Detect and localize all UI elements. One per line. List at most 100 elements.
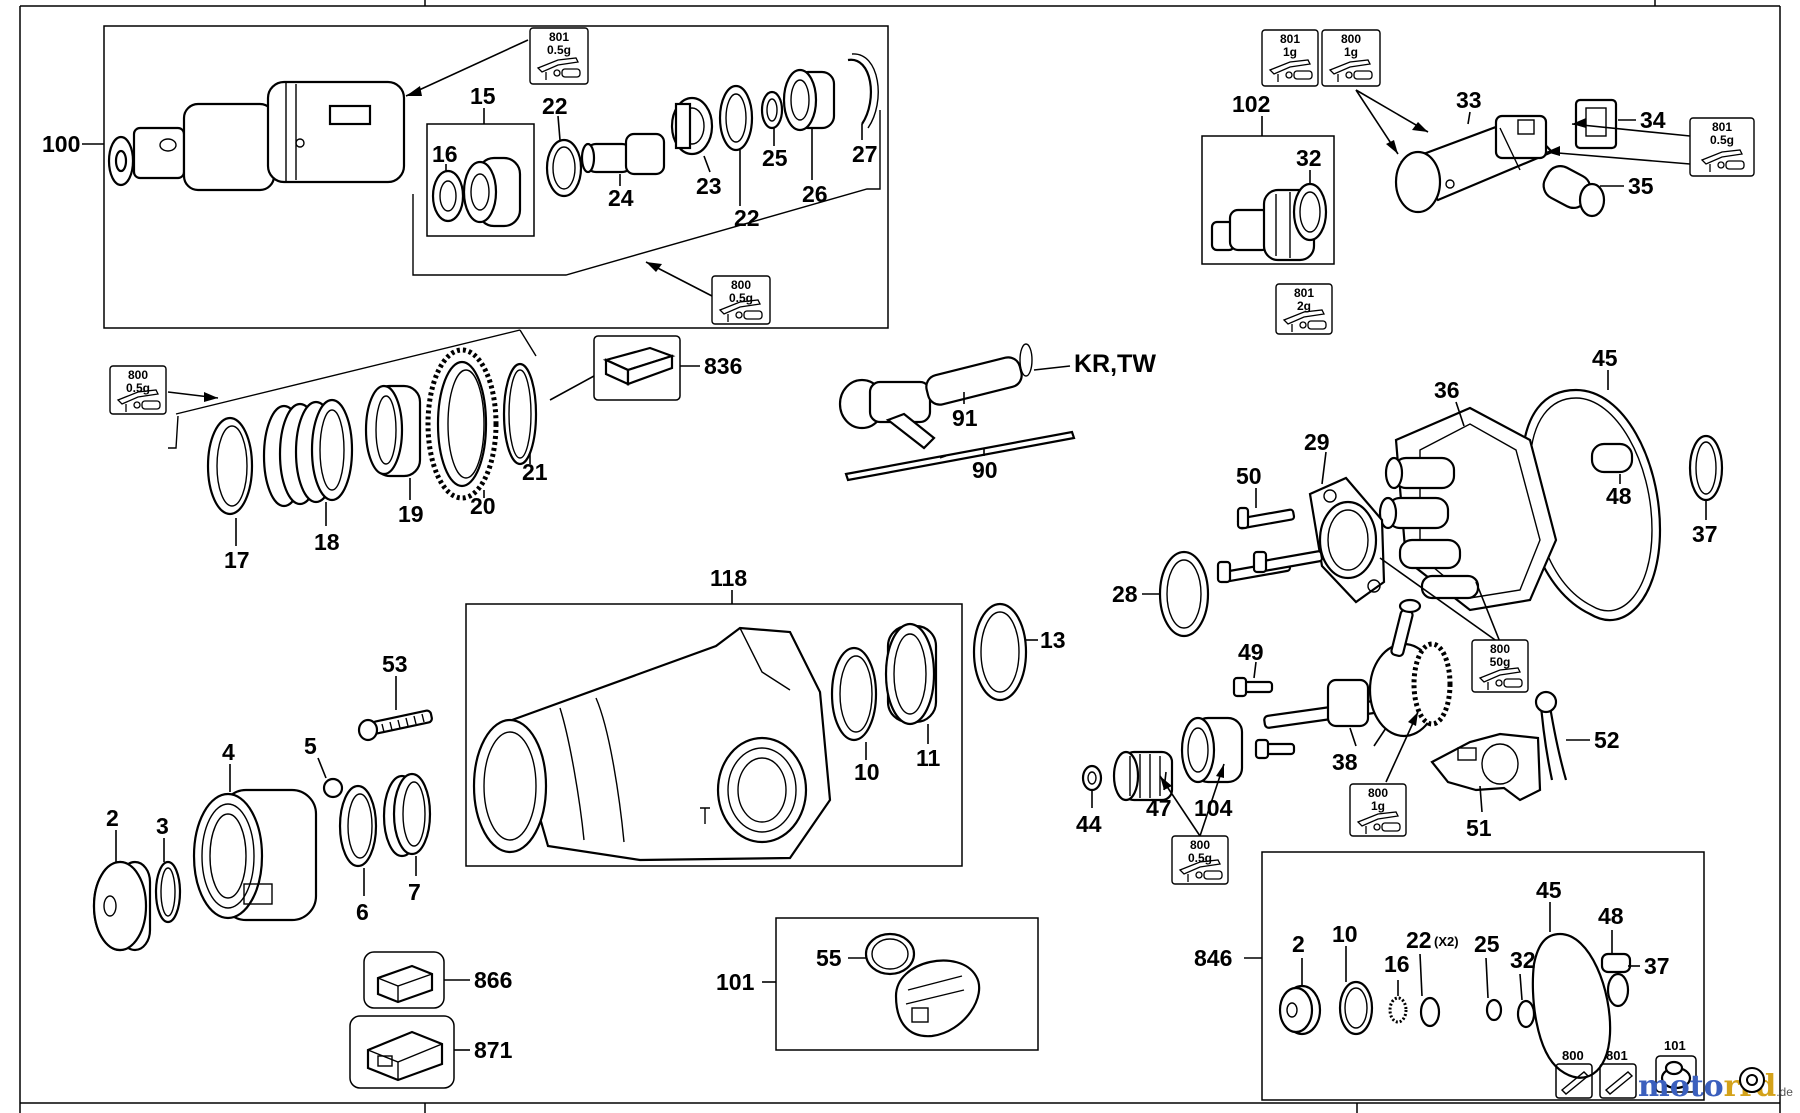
label-104: 104	[1194, 795, 1233, 821]
label-22b: 22	[734, 205, 760, 231]
label-47: 47	[1146, 795, 1172, 821]
clutch-19	[364, 384, 422, 478]
label-118: 118	[710, 565, 747, 591]
svg-text:2g: 2g	[1297, 299, 1311, 313]
ring-13	[972, 602, 1028, 702]
svg-text:801: 801	[1712, 120, 1732, 134]
kit-ring-22	[1419, 996, 1441, 1028]
label-kit-22-x2: (X2)	[1434, 934, 1459, 949]
label-23: 23	[696, 173, 722, 199]
svg-text:motorrd.de: motorrd.de	[1638, 1069, 1793, 1104]
svg-text:801: 801	[549, 30, 569, 44]
label-34: 34	[1640, 107, 1666, 133]
label-13: 13	[1040, 627, 1066, 653]
kit-ring-37	[1606, 972, 1630, 1008]
label-kit-10: 10	[1332, 921, 1358, 947]
group-shaft: 49 52 38 44 47 104 51	[1076, 598, 1620, 841]
bearing-26	[782, 68, 836, 132]
screw-53	[357, 709, 433, 742]
spring-18	[262, 398, 354, 508]
bearing-47	[1112, 750, 1174, 802]
kit-ring-10	[1338, 980, 1374, 1036]
label-16: 16	[432, 141, 458, 167]
svg-text:1g: 1g	[1371, 799, 1385, 813]
gear-20	[425, 347, 499, 501]
label-48: 48	[1606, 483, 1632, 509]
svg-text:801: 801	[1294, 286, 1314, 300]
bearing-plate-29	[1308, 476, 1386, 604]
logo-icon	[1739, 1067, 1765, 1093]
chuck-collar-4	[192, 788, 318, 922]
grease-badge: 800 0.5g	[109, 365, 167, 415]
crank-shaft-38	[1263, 598, 1453, 738]
mode-lever-51	[1430, 732, 1542, 802]
label-17: 17	[224, 547, 250, 573]
label-846: 846	[1194, 945, 1232, 971]
svg-text:1g: 1g	[1344, 45, 1358, 59]
label-20: 20	[470, 493, 496, 519]
side-handle-91	[838, 343, 1033, 450]
ring-55	[864, 932, 916, 976]
kit-gasket-45	[1531, 932, 1612, 1079]
ring-21	[502, 362, 538, 466]
group-118: 118 10 11 13	[465, 565, 1066, 867]
label-kit-22: 22	[1406, 927, 1432, 953]
cap-2	[92, 860, 152, 952]
label-kr-tw: KR,TW	[1074, 350, 1156, 378]
label-22: 22	[542, 93, 568, 119]
label-37: 37	[1692, 521, 1718, 547]
label-100: 100	[42, 131, 80, 157]
label-18: 18	[314, 529, 340, 555]
group-100: 100 15 16 22 24 23 22 25 26 27	[42, 25, 889, 329]
label-4: 4	[222, 739, 235, 765]
group-battery: 866 871	[349, 951, 513, 1089]
svg-text:800: 800	[1341, 32, 1361, 46]
group-chuck: 53 4 5 2 3 6 7	[92, 651, 433, 952]
group-101: 101 55	[716, 917, 1039, 1051]
label-102: 102	[1232, 91, 1270, 117]
label-866: 866	[474, 967, 512, 993]
label-kit-2: 2	[1292, 931, 1305, 957]
washer-6	[338, 784, 378, 868]
label-7: 7	[408, 879, 421, 905]
ring-22	[545, 138, 583, 198]
ring-25	[760, 90, 784, 130]
clip-52	[1534, 690, 1568, 781]
label-33: 33	[1456, 87, 1482, 113]
kit-836	[593, 335, 681, 401]
grease-badge: 801 0.5g	[1689, 117, 1755, 177]
label-50: 50	[1236, 463, 1262, 489]
svg-text:0.5g: 0.5g	[126, 381, 150, 395]
label-836: 836	[704, 353, 742, 379]
label-kit-25: 25	[1474, 931, 1500, 957]
label-kit-801: 801	[1606, 1048, 1628, 1063]
spring-7	[382, 772, 432, 858]
ring-3	[154, 860, 182, 924]
label-28: 28	[1112, 581, 1138, 607]
label-44: 44	[1076, 811, 1102, 837]
pinion-44	[1081, 764, 1103, 792]
svg-text:800: 800	[1368, 786, 1388, 800]
kit-cap-101	[1655, 1055, 1697, 1093]
label-871: 871	[474, 1037, 513, 1063]
svg-text:0.5g: 0.5g	[729, 291, 753, 305]
grease-badge: 800 50g	[1471, 639, 1529, 693]
battery-866	[376, 964, 434, 1004]
grease-badge: 800 0.5g	[1171, 835, 1229, 885]
ring-10	[830, 646, 878, 742]
label-kit-800: 800	[1562, 1048, 1584, 1063]
label-25: 25	[762, 145, 788, 171]
kit-grease-tube-801	[1599, 1063, 1637, 1099]
label-52: 52	[1594, 727, 1620, 753]
group-clutch: 17 18 19 20 21 836	[167, 329, 742, 573]
label-3: 3	[156, 813, 169, 839]
grease-badge: 800 1g	[1349, 783, 1407, 837]
kit-ring-32	[1516, 999, 1536, 1029]
seal-23	[670, 96, 714, 156]
dust-cap-101	[894, 959, 981, 1038]
svg-text:800: 800	[731, 278, 751, 292]
bushing-16	[431, 169, 465, 223]
label-kit-16: 16	[1384, 951, 1410, 977]
ring-37	[1688, 434, 1724, 502]
label-36: 36	[1434, 377, 1460, 403]
